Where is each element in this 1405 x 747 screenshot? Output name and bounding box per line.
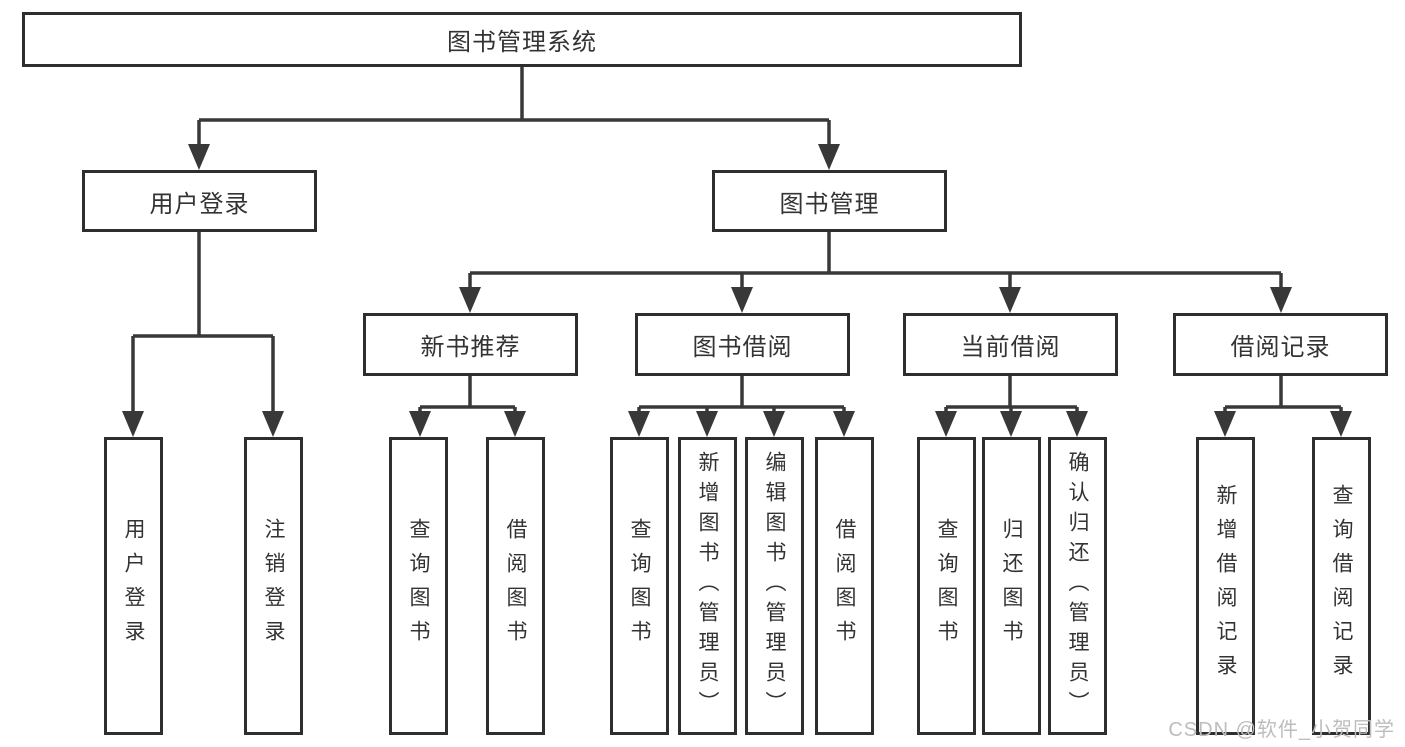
leaf-logout-label: 注销登录 bbox=[262, 518, 285, 654]
leaf-query-borrow-record-label: 查询借阅记录 bbox=[1330, 484, 1353, 688]
csdn-watermark: CSDN @软件_小贺同学 bbox=[1168, 719, 1395, 741]
leaf-edit-book-admin-label: 编辑图书（管理员） bbox=[763, 451, 786, 721]
leaf-query-books-borrow: 查询图书 bbox=[610, 437, 669, 735]
node-new-book-recommend: 新书推荐 bbox=[363, 313, 578, 376]
leaf-query-books-current-label: 查询图书 bbox=[935, 518, 958, 654]
node-book-management-label: 图书管理 bbox=[779, 190, 880, 218]
node-new-book-recommend-label: 新书推荐 bbox=[420, 334, 521, 361]
leaf-add-book-admin: 新增图书（管理员） bbox=[678, 437, 737, 735]
node-book-management: 图书管理 bbox=[712, 170, 947, 232]
connector-root-to-level2 bbox=[188, 67, 840, 170]
leaf-edit-book-admin: 编辑图书（管理员） bbox=[745, 437, 804, 735]
leaf-borrow-books-label: 借阅图书 bbox=[833, 518, 856, 654]
leaf-user-login-label: 用户登录 bbox=[122, 518, 145, 654]
connector-user-login-children bbox=[122, 232, 284, 437]
node-book-borrow: 图书借阅 bbox=[635, 313, 850, 376]
node-library-system: 图书管理系统 bbox=[22, 12, 1022, 67]
node-library-system-label: 图书管理系统 bbox=[447, 29, 597, 56]
connector-book-management-children bbox=[459, 232, 1292, 313]
leaf-add-book-admin-label: 新增图书（管理员） bbox=[696, 451, 719, 721]
node-borrow-records-label: 借阅记录 bbox=[1230, 334, 1331, 361]
leaf-query-books-recommend: 查询图书 bbox=[389, 437, 448, 735]
node-current-borrow-label: 当前借阅 bbox=[960, 334, 1061, 361]
leaf-query-borrow-record: 查询借阅记录 bbox=[1312, 437, 1371, 735]
leaf-query-books-borrow-label: 查询图书 bbox=[628, 518, 651, 654]
node-user-login: 用户登录 bbox=[82, 170, 317, 232]
connector-current-borrow-children bbox=[935, 376, 1088, 437]
node-current-borrow: 当前借阅 bbox=[903, 313, 1118, 376]
node-book-borrow-label: 图书借阅 bbox=[692, 334, 793, 361]
leaf-logout: 注销登录 bbox=[244, 437, 303, 735]
leaf-confirm-return-admin-label: 确认归还（管理员） bbox=[1066, 451, 1089, 721]
connector-new-book-recommend-children bbox=[409, 376, 526, 437]
connector-book-borrow-children bbox=[628, 376, 855, 437]
leaf-query-books-recommend-label: 查询图书 bbox=[407, 518, 430, 654]
leaf-borrow-books-recommend-label: 借阅图书 bbox=[504, 518, 527, 654]
leaf-borrow-books: 借阅图书 bbox=[815, 437, 874, 735]
leaf-user-login: 用户登录 bbox=[104, 437, 163, 735]
leaf-return-books: 归还图书 bbox=[982, 437, 1041, 735]
node-borrow-records: 借阅记录 bbox=[1173, 313, 1388, 376]
leaf-confirm-return-admin: 确认归还（管理员） bbox=[1048, 437, 1107, 735]
leaf-borrow-books-recommend: 借阅图书 bbox=[486, 437, 545, 735]
leaf-query-books-current: 查询图书 bbox=[917, 437, 976, 735]
leaf-add-borrow-record-label: 新增借阅记录 bbox=[1214, 484, 1237, 688]
leaf-add-borrow-record: 新增借阅记录 bbox=[1196, 437, 1255, 735]
node-user-login-label: 用户登录 bbox=[149, 190, 250, 218]
leaf-return-books-label: 归还图书 bbox=[1000, 518, 1023, 654]
connector-borrow-records-children bbox=[1214, 376, 1352, 437]
